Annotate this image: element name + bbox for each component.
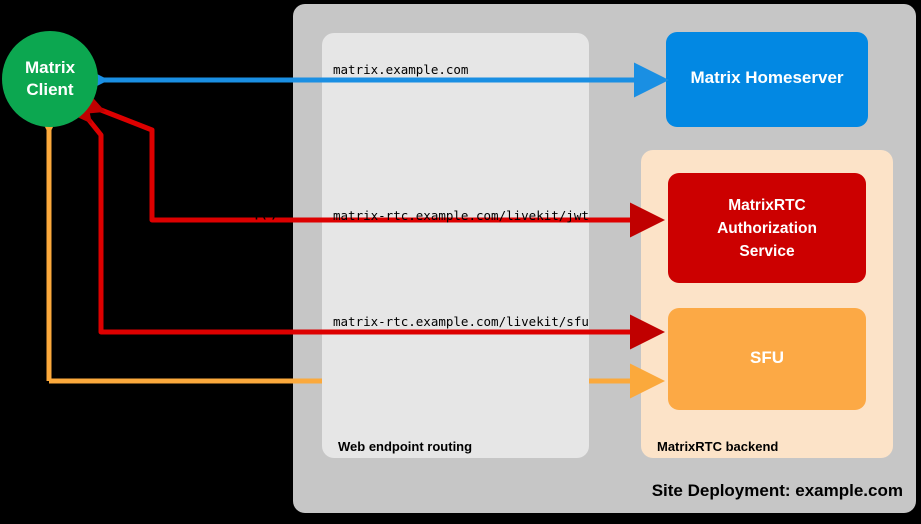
- matrix-homeserver-label: Matrix Homeserver: [690, 68, 844, 87]
- edge-label-secure-web-socket: (Secure) Web Socket: [161, 314, 276, 326]
- auth-service-label-line1: MatrixRTC: [728, 197, 806, 214]
- web-endpoint-routing-box: [322, 33, 589, 458]
- auth-service-label-line2: Authorization: [717, 220, 817, 237]
- matrix-client-label-line1: Matrix: [24, 58, 76, 77]
- web-endpoint-routing-label: Web endpoint routing: [338, 439, 473, 454]
- endpoint-livekit-jwt: matrix-rtc.example.com/livekit/jwt: [333, 208, 589, 223]
- site-deployment-label: Site Deployment: example.com: [651, 481, 903, 500]
- auth-service-label-line3: Service: [739, 243, 795, 260]
- sfu-label: SFU: [750, 348, 784, 367]
- edge-label-webrtc-traffic: WebRTC Traffic (UDP, TCP, TURNs): [84, 365, 276, 377]
- matrixrtc-backend-label: MatrixRTC backend: [657, 439, 779, 454]
- matrix-client-label-line2: Client: [26, 80, 74, 99]
- endpoint-matrix-example-com: matrix.example.com: [333, 62, 469, 77]
- edge-label-matrix-client-server-api: Matrix Client-Server API: [152, 62, 283, 74]
- edge-label-https: http(s): [240, 208, 276, 220]
- matrix-client-label: Matrix Client: [0, 57, 100, 101]
- matrixrtc-authorization-service-label: MatrixRTC Authorization Service: [668, 194, 866, 263]
- matrixrtc-authorization-service-node[interactable]: [668, 173, 866, 283]
- matrix-client-node[interactable]: [2, 31, 98, 127]
- edge-secure-web-socket: [56, 85, 665, 350]
- matrix-homeserver-node[interactable]: [666, 32, 868, 127]
- endpoint-livekit-sfu: matrix-rtc.example.com/livekit/sfu: [333, 314, 589, 329]
- edge-webrtc-traffic: [31, 100, 665, 399]
- sfu-node[interactable]: [668, 308, 866, 410]
